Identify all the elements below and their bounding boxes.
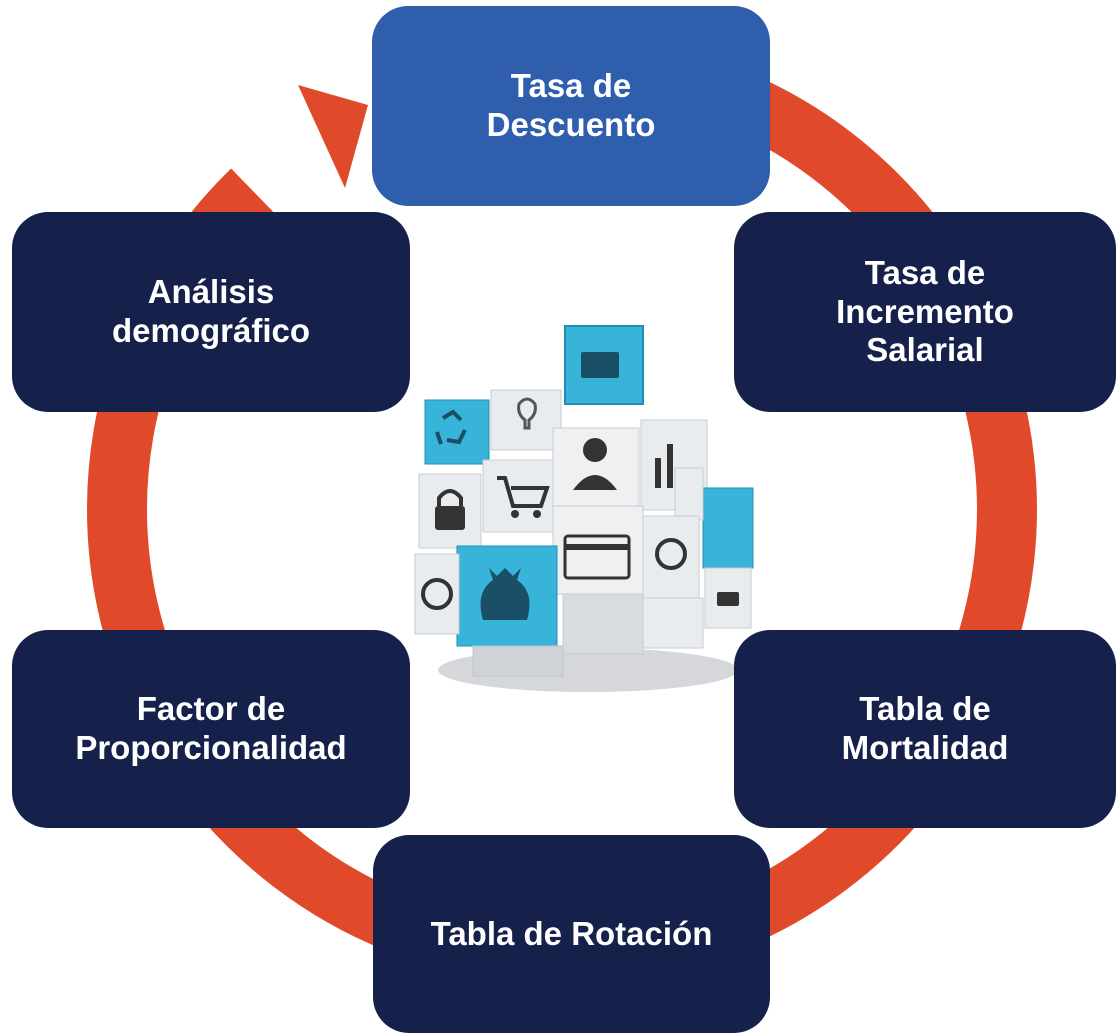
node-label: Tabla de Rotación bbox=[430, 914, 713, 952]
node-tasa-incremento-salarial[interactable]: Tasa de Incremento Salarial bbox=[734, 212, 1116, 412]
node-tasa-descuento[interactable]: Tasa de Descuento bbox=[372, 6, 770, 206]
node-label: Análisis demográfico bbox=[111, 273, 311, 349]
node-label: Tasa de Descuento bbox=[486, 67, 656, 143]
node-label: Tasa de Incremento Salarial bbox=[836, 253, 1014, 369]
node-tabla-rotacion[interactable]: Tabla de Rotación bbox=[373, 835, 770, 1033]
node-analisis-demografico[interactable]: Análisis demográfico bbox=[12, 212, 410, 412]
node-factor-proporcionalidad[interactable]: Factor de Proporcionalidad bbox=[12, 630, 410, 828]
node-label: Factor de Proporcionalidad bbox=[75, 690, 347, 766]
node-tabla-mortalidad[interactable]: Tabla de Mortalidad bbox=[734, 630, 1116, 828]
cycle-arrowhead bbox=[298, 85, 368, 188]
cube-blocks bbox=[414, 325, 754, 677]
node-label: Tabla de Mortalidad bbox=[841, 690, 1009, 766]
center-cube-image bbox=[413, 318, 755, 703]
